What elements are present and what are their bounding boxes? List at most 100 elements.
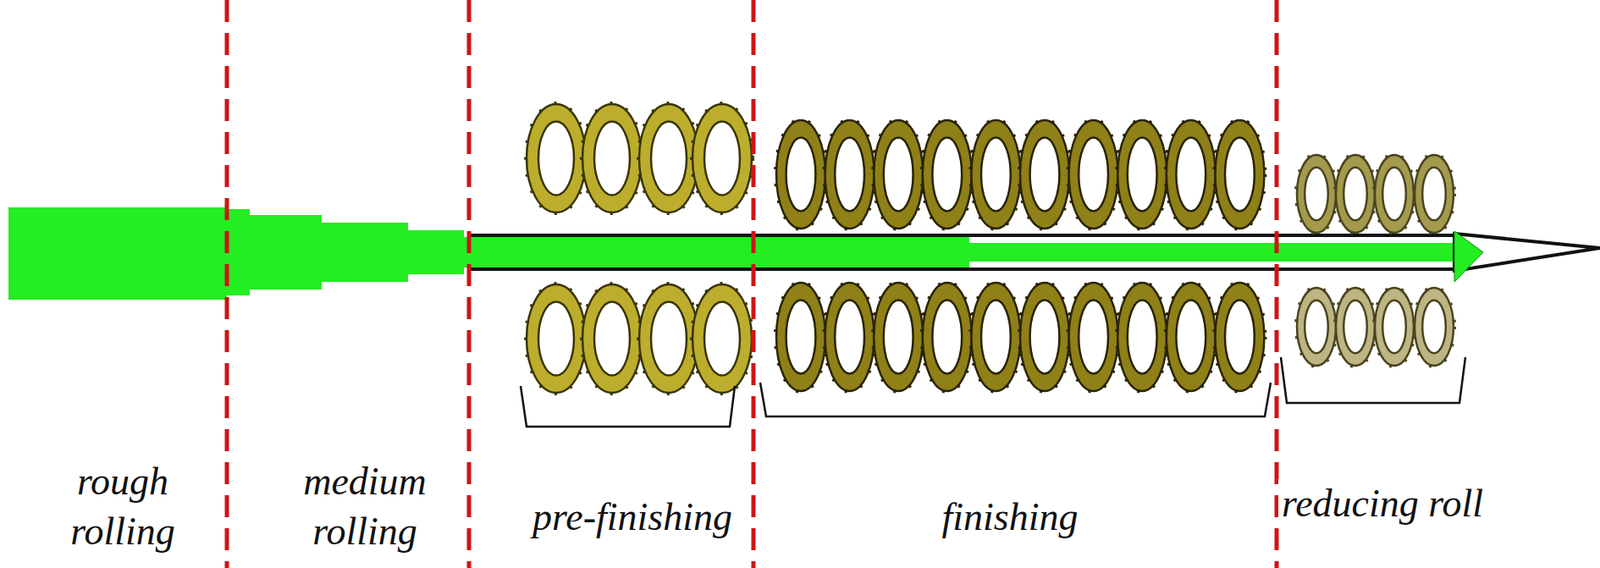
- roll-teeth: [1165, 281, 1217, 392]
- roll-teeth: [1165, 119, 1217, 230]
- roll-teeth: [824, 119, 876, 230]
- roll-bore: [1175, 299, 1206, 374]
- roll-body: [873, 282, 923, 392]
- roll-body: [1214, 282, 1264, 392]
- roll-teeth: [1335, 154, 1376, 234]
- roll-bore: [651, 301, 687, 376]
- divider-line: [225, 0, 230, 568]
- roll-bore: [1382, 300, 1407, 354]
- roll-teeth: [1213, 119, 1265, 230]
- roll: [1068, 281, 1120, 392]
- roll-bore: [932, 299, 962, 374]
- roll-body: [1020, 282, 1070, 392]
- roll-teeth: [1335, 286, 1376, 367]
- roll-teeth: [1373, 154, 1415, 234]
- roll: [581, 103, 643, 214]
- roll: [1413, 286, 1455, 367]
- roll-bore: [1343, 300, 1368, 354]
- roll-bore: [651, 121, 687, 195]
- bar-edge: [468, 233, 1455, 238]
- billet-taper: [8, 207, 480, 300]
- roll: [921, 119, 973, 230]
- roll-teeth: [1213, 281, 1265, 392]
- roll: [691, 283, 753, 394]
- roll-teeth: [1373, 286, 1415, 367]
- roll-body: [1069, 282, 1119, 392]
- roll-body: [639, 284, 699, 393]
- roll-bore: [1422, 167, 1446, 221]
- stage-label: pre-finishing: [529, 492, 736, 543]
- roll: [1116, 281, 1168, 392]
- stage-label: finishing: [937, 492, 1082, 543]
- roll-bore: [704, 301, 740, 376]
- roll-body: [692, 284, 752, 393]
- roll-teeth: [691, 103, 753, 214]
- roll-body: [526, 104, 586, 213]
- bar-edge: [468, 267, 1455, 271]
- roll-bore: [1078, 137, 1109, 211]
- finishing-bracket: [760, 382, 1271, 417]
- roll-bore: [1382, 167, 1407, 221]
- roll: [970, 119, 1021, 230]
- roll-bore: [1422, 300, 1446, 354]
- roll-bore: [1304, 300, 1329, 354]
- billet-bar: [468, 236, 970, 269]
- exit-arrowhead: [1454, 231, 1484, 282]
- roll-bore: [1304, 167, 1329, 221]
- roll-bore: [1224, 137, 1255, 211]
- roll: [1213, 119, 1265, 230]
- roll-bore: [834, 299, 865, 374]
- roll: [1165, 119, 1217, 230]
- roll-teeth: [1116, 119, 1168, 230]
- roll-bore: [1224, 299, 1255, 374]
- roll-teeth: [775, 281, 827, 392]
- reducing-bracket: [1280, 357, 1466, 403]
- roll-body: [526, 284, 586, 393]
- roll-teeth: [1413, 154, 1455, 234]
- roll: [691, 103, 753, 214]
- roll-teeth: [970, 281, 1021, 392]
- roll: [1019, 119, 1071, 230]
- roll-bore: [883, 137, 914, 211]
- roll-bore: [932, 137, 962, 211]
- stage-label: reducing roll: [1278, 479, 1487, 530]
- roll-bore: [704, 121, 740, 195]
- roll-body: [1296, 287, 1336, 366]
- roll-bore: [1030, 137, 1060, 211]
- roll-bore: [1127, 137, 1158, 211]
- roll: [525, 103, 587, 214]
- roll-body: [1414, 154, 1454, 233]
- roll-teeth: [1296, 286, 1337, 367]
- roll: [872, 281, 924, 392]
- roll-body: [922, 282, 972, 392]
- roll-body: [1374, 154, 1414, 233]
- roll: [1373, 154, 1415, 234]
- roll-bore: [981, 137, 1011, 211]
- roll-body: [971, 282, 1021, 392]
- roll-body: [1166, 120, 1216, 229]
- roll: [1335, 154, 1376, 234]
- group-brackets: [520, 357, 1466, 427]
- roll-bore: [538, 121, 574, 195]
- stage-dividers: [226, 0, 1277, 568]
- roll-teeth: [921, 119, 973, 230]
- roll-bore: [1030, 299, 1060, 374]
- divider-line: [467, 0, 472, 568]
- roll-teeth: [1116, 281, 1168, 392]
- roll: [1296, 286, 1337, 367]
- billet-bar-thin: [969, 242, 1455, 262]
- roll: [1068, 119, 1120, 230]
- roll: [581, 283, 643, 394]
- roll-stands: [525, 103, 1455, 394]
- divider-line: [751, 0, 756, 568]
- roll-bore: [594, 301, 630, 376]
- roll-body: [1335, 287, 1375, 366]
- roll-body: [776, 282, 826, 392]
- roll-body: [1414, 287, 1454, 366]
- roll-bore: [981, 299, 1011, 374]
- roll-body: [922, 120, 972, 229]
- roll: [775, 119, 827, 230]
- roll-teeth: [775, 119, 827, 230]
- roll-body: [873, 120, 923, 229]
